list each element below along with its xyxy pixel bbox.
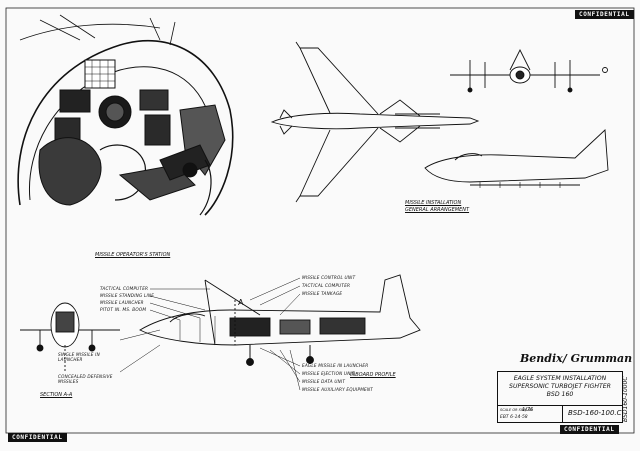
section-marker: A xyxy=(238,298,244,307)
caption-cockpit: MISSILE OPERATOR'S STATION xyxy=(95,252,171,258)
callout-leaders xyxy=(119,277,301,391)
callout-left-4: PITOT IN. MS. BOOM xyxy=(100,307,147,312)
manufacturer-logo: Bendix/ Grumman xyxy=(520,352,633,365)
plan-view-aircraft xyxy=(270,41,480,203)
title-block: EAGLE SYSTEM INSTALLATION SUPERSONIC TUR… xyxy=(497,371,623,423)
callout-mid-7: MISSILE AUXILIARY EQUIPMENT xyxy=(302,387,373,392)
title-line-2: SUPERSONIC TURBOJET FIGHTER xyxy=(509,383,611,390)
title-block-divider xyxy=(562,406,563,423)
callout-mid-3: MISSILE TANKAGE xyxy=(302,291,343,296)
caption-section: SECTION A-A xyxy=(40,392,73,398)
classification-stamp-top: CONFIDENTIAL xyxy=(575,10,634,19)
callout-mid-4: EAGLE MISSILE IN LAUNCHER xyxy=(302,363,369,368)
callout-left-3: MISSILE LAUNCHER xyxy=(100,300,144,305)
callout-mid-5: MISSILE EJECTION UNIT xyxy=(302,371,355,376)
callout-left-6: CONCEALED DEFENSIVE MISSILES xyxy=(58,374,113,384)
drawing-number: BSD-160-100.C xyxy=(568,409,622,417)
classification-stamp-bottom-left: CONFIDENTIAL xyxy=(8,433,67,442)
sheet-border xyxy=(5,7,635,434)
callout-mid-2: TACTICAL COMPUTER xyxy=(302,283,351,288)
front-view-aircraft xyxy=(450,48,608,93)
drawing-date: EBT 6-14-58 xyxy=(500,415,528,420)
scale-value: 1/76 xyxy=(522,407,534,413)
callout-left-2: MISSILE STANDING LINE xyxy=(100,293,155,298)
side-view-aircraft xyxy=(424,129,609,188)
cockpit-illustration xyxy=(17,14,234,216)
side-drawing-code: BSD160-1000C xyxy=(622,376,629,422)
callout-mid-6: MISSILE DATA UNIT xyxy=(302,379,346,384)
caption-missile-arrangement: MISSILE INSTALLATION GENERAL ARRANGEMENT xyxy=(405,200,470,213)
section-a-a-view xyxy=(20,302,120,372)
callout-mid-1: MISSILE CONTROL UNIT xyxy=(302,275,356,280)
caption-profile: INBOARD PROFILE xyxy=(350,372,396,378)
title-line-1: EAGLE SYSTEM INSTALLATION xyxy=(513,375,607,382)
scale-label: SCALE OR SIMILAR xyxy=(500,408,533,412)
classification-stamp-bottom-right: CONFIDENTIAL xyxy=(560,425,619,434)
title-line-3: BSD 160 xyxy=(546,391,574,398)
callout-left-1: TACTICAL COMPUTER xyxy=(100,286,149,291)
title-block-row: SCALE OR SIMILAR 1/76 EBT 6-14-58 BSD-16… xyxy=(498,405,622,423)
inboard-profile-aircraft xyxy=(139,274,421,366)
callout-left-5: SINGLE MISSILE IN LAUNCHER xyxy=(58,352,100,362)
title-block-heading: EAGLE SYSTEM INSTALLATION SUPERSONIC TUR… xyxy=(502,375,618,399)
